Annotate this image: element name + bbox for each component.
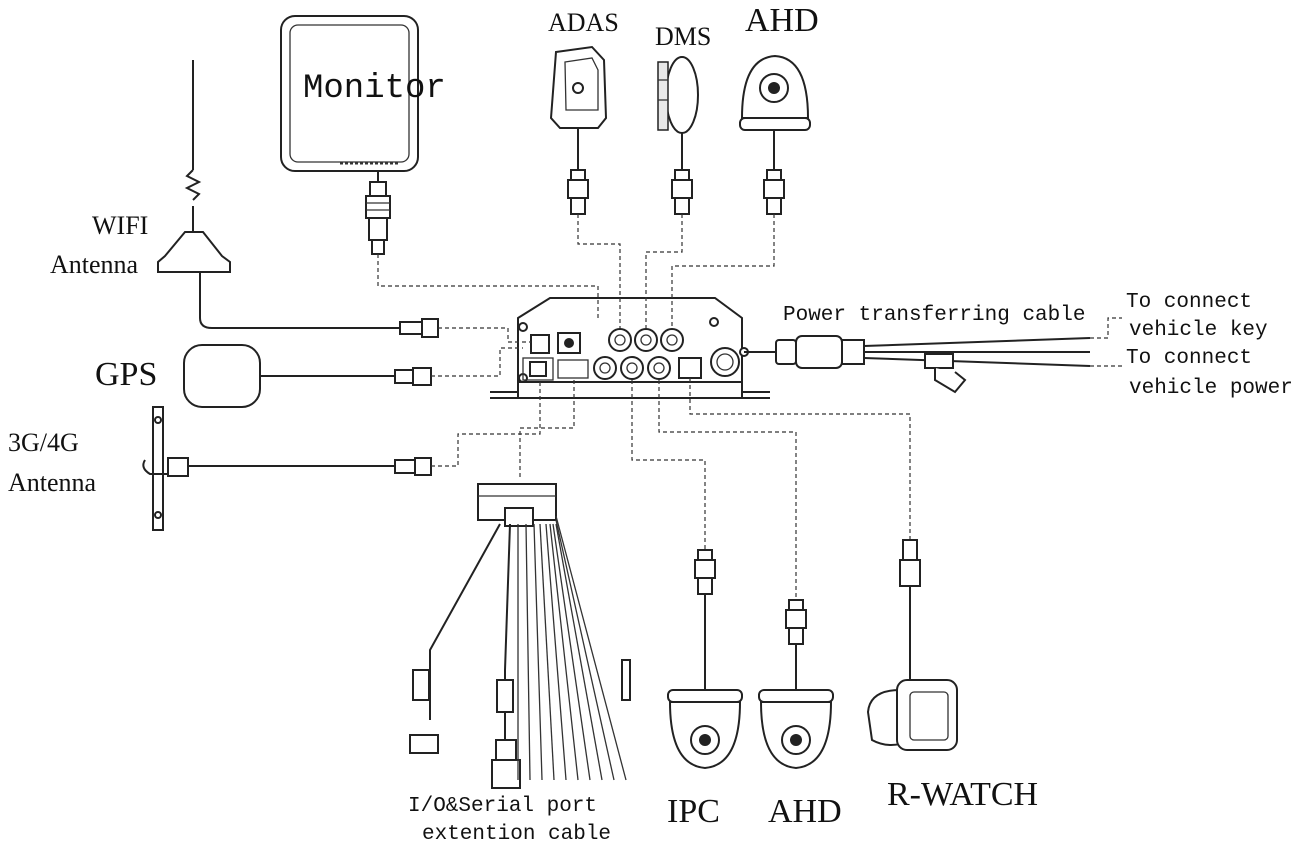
io-cable-label-line1: I/O&Serial port bbox=[408, 795, 598, 818]
adas-label: ADAS bbox=[548, 8, 619, 37]
vehicle-power-label-line1: To connect bbox=[1126, 347, 1253, 370]
mdvr-unit bbox=[490, 297, 770, 399]
ipc-camera bbox=[667, 549, 743, 770]
rwatch-device bbox=[866, 539, 958, 751]
ahd-bottom-label: AHD bbox=[768, 793, 842, 830]
wifi-antenna bbox=[157, 60, 439, 338]
dms-label: DMS bbox=[655, 22, 712, 51]
dms-camera bbox=[657, 56, 699, 215]
io-cable-label-line2: extention cable bbox=[422, 823, 612, 846]
antenna-3g-label-line1: 3G/4G bbox=[8, 428, 79, 457]
ahd-dome-camera-top bbox=[739, 54, 811, 215]
connection-lines bbox=[377, 214, 911, 600]
wifi-label-line1: WIFI bbox=[92, 211, 149, 240]
ahd-top-label: AHD bbox=[745, 2, 819, 39]
rwatch-label: R-WATCH bbox=[887, 776, 1039, 813]
vehicle-key-label-line1: To connect bbox=[1126, 291, 1253, 314]
vehicle-key-label-line2: vehicle key bbox=[1129, 319, 1268, 342]
io-extension-cable bbox=[409, 483, 631, 789]
power-transfer-cable bbox=[744, 317, 1122, 394]
ahd-dome-camera-bottom bbox=[758, 599, 834, 770]
gps-label: GPS bbox=[95, 356, 158, 393]
adas-camera bbox=[549, 45, 608, 215]
monitor-label: Monitor bbox=[303, 70, 446, 108]
wifi-label-line2: Antenna bbox=[50, 250, 139, 279]
gps-module bbox=[183, 344, 432, 408]
vehicle-power-label-line2: vehicle power bbox=[1129, 377, 1293, 400]
power-cable-label: Power transferring cable bbox=[783, 304, 1086, 327]
antenna-3g-label-line2: Antenna bbox=[8, 468, 97, 497]
monitor-device bbox=[280, 15, 419, 255]
ipc-label: IPC bbox=[667, 793, 720, 830]
antenna-3g4g bbox=[142, 406, 432, 531]
